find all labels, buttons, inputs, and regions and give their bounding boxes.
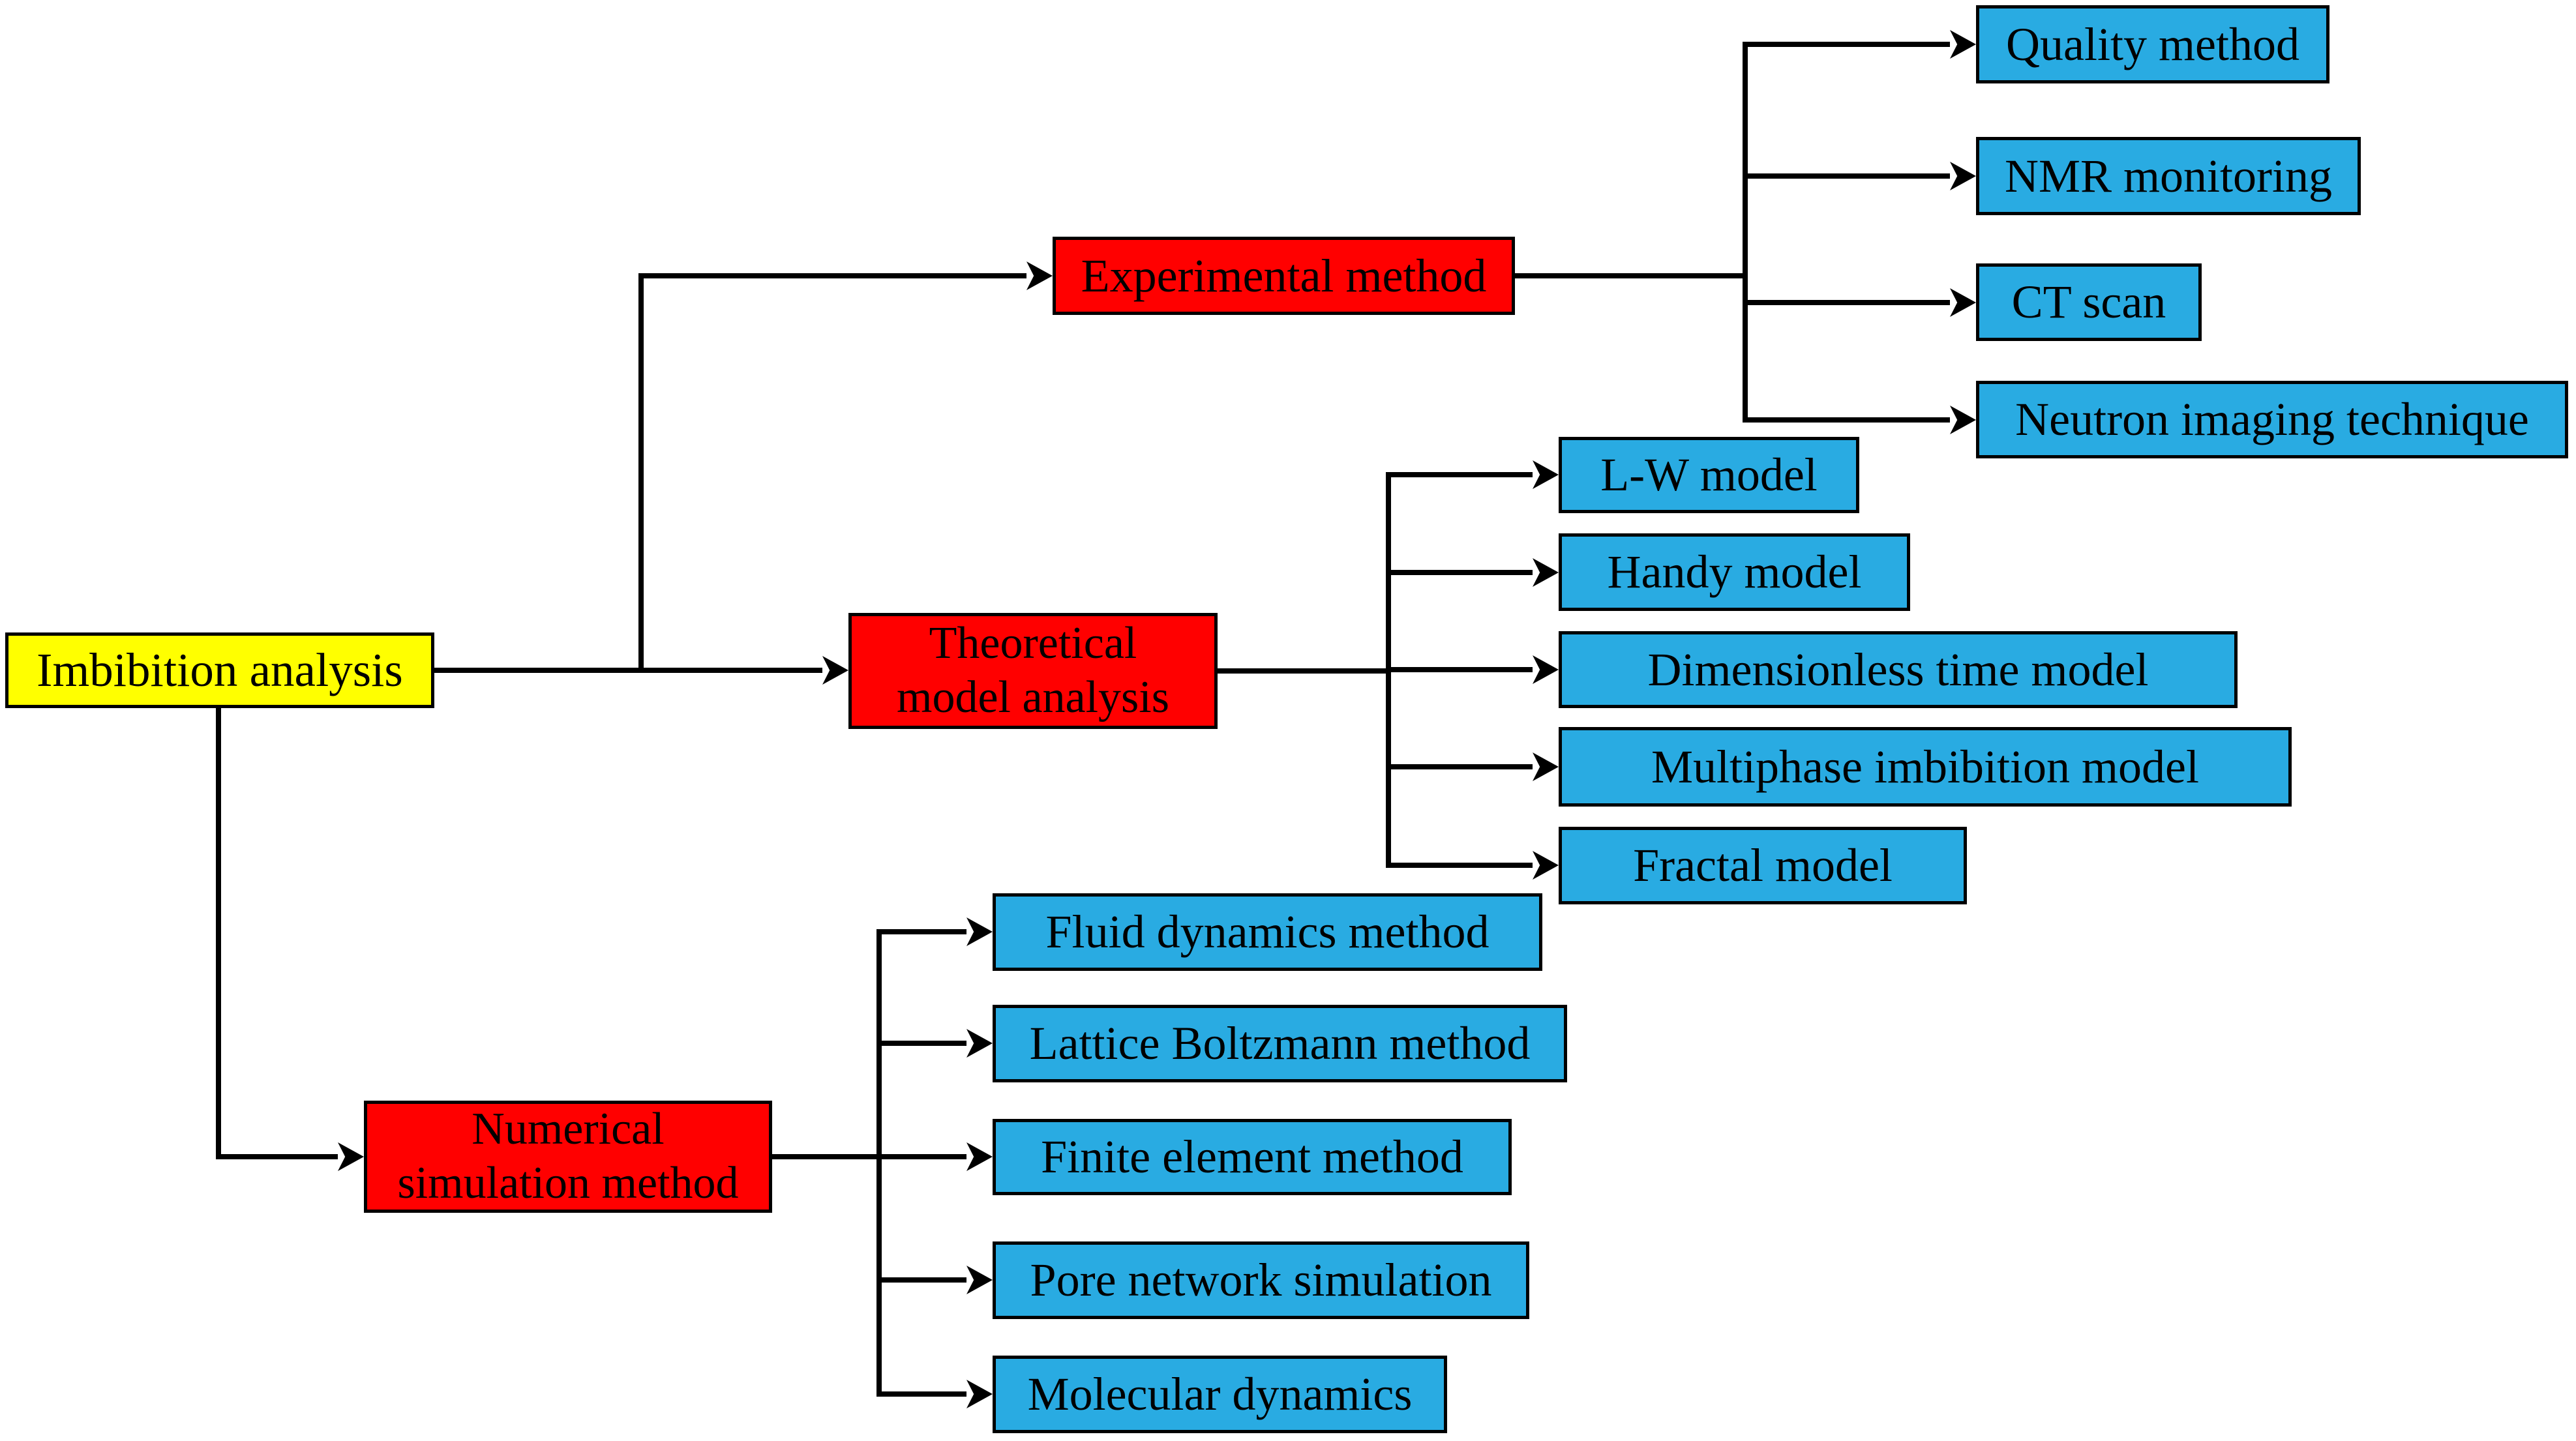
arrowhead-multiphase <box>1533 752 1559 781</box>
arrowhead-numerical <box>338 1142 364 1171</box>
node-lw-model: L-W model <box>1559 437 1859 513</box>
node-label: Theoretical model analysis <box>897 618 1169 722</box>
connector-to-fluid <box>879 929 966 934</box>
arrowhead-nmr <box>1950 162 1976 190</box>
node-label: Pore network simulation <box>1030 1254 1492 1307</box>
connector-to-multiphase <box>1388 764 1533 769</box>
node-label: NMR monitoring <box>2004 149 2333 202</box>
node-multiphase-imbibition-model: Multiphase imbibition model <box>1559 727 2292 807</box>
node-theoretical-model-analysis: Theoretical model analysis <box>848 613 1218 729</box>
connector-to-dimensionless <box>1388 667 1533 672</box>
connector-root-up-trunk <box>638 273 644 673</box>
connector-to-handy <box>1388 570 1533 575</box>
connector-experimental-trunk <box>1743 42 1748 423</box>
connector-to-lattice <box>879 1041 966 1046</box>
connector-to-nmr <box>1745 173 1950 179</box>
node-label: Quality method <box>2006 18 2299 70</box>
arrowhead-finite <box>966 1142 993 1171</box>
node-label: Multiphase imbibition model <box>1651 740 2199 793</box>
node-quality-method: Quality method <box>1976 5 2329 83</box>
connector-to-numerical <box>218 1154 338 1159</box>
node-experimental-method: Experimental method <box>1053 237 1515 315</box>
connector-to-lw <box>1388 472 1533 477</box>
node-dimensionless-time-model: Dimensionless time model <box>1559 631 2238 708</box>
node-label: Fractal model <box>1633 839 1893 892</box>
arrowhead-pore <box>966 1266 993 1294</box>
node-label: Imbibition analysis <box>37 643 403 696</box>
node-handy-model: Handy model <box>1559 533 1910 611</box>
connector-to-experimental <box>641 273 1026 278</box>
node-label: Handy model <box>1607 546 1862 599</box>
connector-to-fractal <box>1388 863 1533 868</box>
arrowhead-theoretical <box>822 656 848 685</box>
node-fluid-dynamics-method: Fluid dynamics method <box>993 893 1542 971</box>
node-numerical-simulation-method: Numerical simulation method <box>364 1101 772 1213</box>
node-lattice-boltzmann-method: Lattice Boltzmann method <box>993 1005 1567 1082</box>
node-label: CT scan <box>2011 276 2166 329</box>
arrowhead-molecular <box>966 1380 993 1408</box>
node-label: Fluid dynamics method <box>1045 906 1490 958</box>
connector-to-pore <box>879 1277 966 1283</box>
node-label: Lattice Boltzmann method <box>1029 1017 1531 1070</box>
arrowhead-fractal <box>1533 851 1559 880</box>
arrowhead-ct <box>1950 288 1976 317</box>
node-label: Neutron imaging technique <box>2015 393 2529 446</box>
connector-numerical-trunk <box>876 929 882 1397</box>
connector-root-to-theoretical <box>434 668 822 673</box>
node-label: L-W model <box>1600 449 1818 501</box>
arrowhead-handy <box>1533 558 1559 587</box>
connector-numerical-out <box>772 1154 882 1159</box>
node-label: Molecular dynamics <box>1027 1368 1413 1421</box>
node-label: Numerical simulation method <box>397 1104 739 1208</box>
node-fractal-model: Fractal model <box>1559 827 1967 904</box>
arrowhead-dimensionless <box>1533 655 1559 684</box>
connector-to-molecular <box>879 1391 966 1397</box>
node-label: Dimensionless time model <box>1647 643 2149 696</box>
arrowhead-fluid <box>966 917 993 946</box>
connector-to-quality <box>1745 42 1950 47</box>
node-pore-network-simulation: Pore network simulation <box>993 1241 1529 1319</box>
arrowhead-experimental <box>1026 261 1053 290</box>
node-ct-scan: CT scan <box>1976 263 2202 341</box>
connector-to-finite <box>879 1154 966 1159</box>
node-imbibition-analysis: Imbibition analysis <box>5 632 434 708</box>
node-finite-element-method: Finite element method <box>993 1119 1512 1195</box>
arrowhead-quality <box>1950 30 1976 59</box>
arrowhead-neutron <box>1950 406 1976 434</box>
node-label: Experimental method <box>1081 249 1487 302</box>
arrowhead-lw <box>1533 460 1559 489</box>
connector-to-ct <box>1745 300 1950 305</box>
connector-experimental-out <box>1515 273 1748 278</box>
connector-root-down-trunk <box>216 708 221 1159</box>
arrowhead-lattice <box>966 1029 993 1058</box>
connector-theoretical-out <box>1218 668 1391 674</box>
node-label: Finite element method <box>1041 1131 1463 1183</box>
connector-to-neutron <box>1745 417 1950 423</box>
node-nmr-monitoring: NMR monitoring <box>1976 137 2361 215</box>
node-molecular-dynamics: Molecular dynamics <box>993 1356 1447 1433</box>
node-neutron-imaging-technique: Neutron imaging technique <box>1976 381 2568 458</box>
